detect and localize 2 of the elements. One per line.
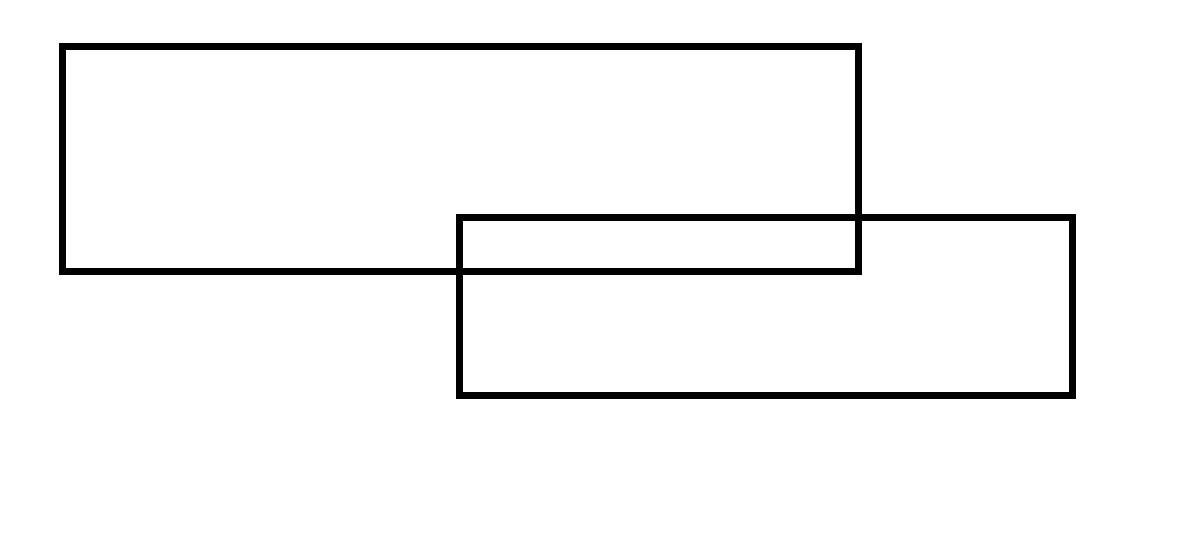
rectangle-outline [59, 43, 862, 275]
rectangle-outline [456, 214, 1076, 399]
